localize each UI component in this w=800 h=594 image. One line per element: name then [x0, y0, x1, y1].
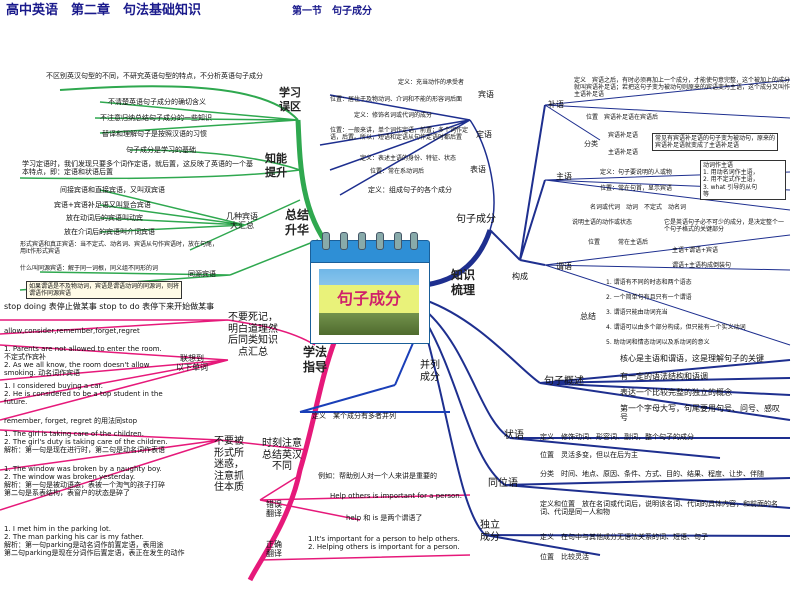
pred-item-1: 位置：常在系动词后: [370, 168, 425, 175]
node-complement-r: 补语: [548, 100, 564, 109]
node-cognate: 同源宾语: [188, 270, 216, 278]
cognate-item-0: 什么叫同源宾语：解于同一词根，同义组不同形的词: [20, 265, 159, 272]
pred2-item-2: 位置: [588, 239, 601, 246]
node-misunderstanding: 学习 误区: [279, 86, 301, 113]
obj-item-1: 位置：居住于及物动词、介词和不能的形容词后面: [330, 96, 463, 103]
pred-item-0: 定义：表述主语的身份、特征、状态: [360, 155, 457, 162]
pred2-item-7: 2. 一个简单句有且只有一个谓语: [606, 294, 692, 301]
rule-item-1: allow,consider,remember,forget,regret: [4, 327, 140, 335]
page-title: 高中英语 第二章 句法基础知识: [6, 3, 202, 18]
form-item-2: 1. I met him in the parking lot. 2. The …: [4, 525, 185, 558]
pred2-item-4: 主语+谓语+宾语: [672, 247, 719, 254]
pred2-item-1: 它是英语句子必不可少的成分，是决定整个一个句子格式的关键部分: [664, 219, 785, 233]
alert-example: 例如：帮助别人对一个人来讲是重要的: [318, 472, 437, 480]
ov-item-2: 表达一个比较完整的独立的概念: [620, 388, 732, 397]
mis-item-2: 不注意归纳总结句子成分的一些知识: [100, 114, 212, 122]
node-wrong: 错误 翻译: [266, 500, 282, 519]
mis-item-0: 不区别英汉句型的不同，不研究英语句型的特点，不分析英语句子成分: [46, 72, 263, 80]
node-parallel: 并列 成分: [420, 360, 440, 383]
right-item-0: 1.It's important for a person to help ot…: [308, 535, 460, 552]
node-overview: 句子概述: [544, 376, 584, 387]
ability-item-0: 句子成分是学习的基础: [126, 146, 196, 154]
node-adverbial: 状语: [504, 430, 524, 441]
appos-item-0: 分类 时间、地点、原因、条件、方式、目的、结果、程度、让步、伴随: [540, 470, 764, 478]
rcomp-item-5: 常见有宾语补足语的句子变为被动句，原来的宾语补足语就变成了主语补足语: [652, 133, 778, 152]
pred2-item-6: 1. 谓语有不同的时态和两个语态: [606, 279, 692, 286]
node-alert: 时刻注意 总结英汉 不同: [262, 438, 302, 472]
node-predicate: 谓语: [556, 262, 572, 271]
node-attributive: 定语: [476, 130, 492, 139]
ov-item-1: 有一定的语法结构和语调: [620, 372, 708, 381]
cognate-item-1: 如果谓语是不及物动词，宾语是谓语动词的同源词，则将谓语作同源宾语: [26, 281, 182, 300]
pred2-item-10: 5. 助动词和情态动词以及系动词的意义: [606, 339, 710, 346]
branch-line-knowledge: [424, 229, 493, 288]
center-node: 句子成分: [310, 232, 430, 344]
adv-item-1: 位置 灵活多变，但以在后为主: [540, 451, 638, 459]
adv-item-0: 定义 修饰动词、形容词、副词，整个句子的成分: [540, 433, 694, 441]
rcomp-item-3: 宾语补足语: [608, 132, 639, 139]
node-components: 句子成分: [456, 214, 496, 225]
comp-item-2: 放在动词后的宾语叫动宾: [66, 214, 143, 222]
contrast-item-2: remember, forget, regret 的用法同stop: [4, 417, 138, 425]
node-complement: 几种宾语 大汇总: [226, 212, 258, 231]
pred2-item-3: 常在主语后: [618, 239, 649, 246]
rule-item-0: stop doing 表停止做某事 stop to do 表停下来开始做某事: [4, 302, 215, 311]
indep-item-1: 位置 比较灵活: [540, 553, 589, 561]
rcomp-item-4: 主语补足语: [608, 149, 639, 156]
contrast-item-0: 1. Parents are not allowed to enter the …: [4, 345, 162, 378]
node-structure: 构成: [512, 272, 528, 281]
wrong-item-1: help 和 is 是两个谓语了: [346, 514, 423, 522]
node-form: 不要被 形式所 迷惑， 注意抓 住本质: [214, 436, 244, 493]
subj-item-0: 定义：句子要说明的人或物: [600, 169, 673, 176]
node-total: 总结: [580, 312, 596, 321]
subj-item-1: 位置：常在句首，显示宾语: [600, 185, 673, 192]
components-def: 定义：组成句子的各个成分: [368, 186, 452, 194]
node-right: 正确 翻译: [266, 540, 282, 559]
node-ability: 知能 提升: [265, 152, 287, 179]
node-predicative: 表语: [470, 165, 486, 174]
ov-item-0: 核心是主语和谓语，这是理解句子的关键: [620, 354, 764, 363]
attr-item-0: 定义：修饰名词或代词的成分: [354, 112, 433, 119]
node-subject: 主语: [556, 172, 572, 181]
branch-line-summary: [295, 119, 332, 250]
attr-item-1: 位置：一般来讲，单个词作定语，前置；多个词作定语，后置。所以，短语和定语从句作定…: [330, 127, 469, 141]
comp-item-1: 宾语+宾语补足语又叫复合宾语: [54, 201, 151, 209]
branch-method: 学法 指导: [302, 345, 327, 374]
pred2-item-0: 说明主语的动作或状态: [572, 219, 633, 226]
rcomp-item-0: 定义 宾语之后，有时必须再加上一个成分，才能使句意完整，这个被加上的成分就叫宾语…: [574, 77, 791, 98]
node-independent: 独立 成分: [480, 520, 500, 543]
subj-item-2: 名词或代词 动词 不定式 动名词: [590, 204, 687, 211]
rcomp-item-1: 位置 宾语补足语在宾语后: [586, 114, 659, 121]
comp-item-3: 放在介词后的宾语叫介词宾语: [64, 228, 155, 236]
mis-item-3: 替译和理解句子是按照汉语的习惯: [102, 130, 207, 138]
parallel-def: 定义 某个成分有多者并列: [312, 412, 396, 420]
pred2-item-5: 谓语+主语构成倒装句: [672, 262, 732, 269]
appos-item-1: 定义和位置 放在名词或代词后，说明该名词、代词的具体内容，和前面的名词、代词是同…: [540, 500, 778, 517]
pred2-item-9: 4. 谓语可以由多个部分构成，但只能有一个实义动词: [606, 324, 746, 331]
branch-summary: 总结 升华: [284, 208, 309, 237]
wrong-item-0: Help others is important for a person.: [330, 492, 462, 500]
form-item-1: 1. The window was broken by a naughty bo…: [4, 465, 165, 498]
ov-item-3: 第一个字母大写，句尾要用句号、问号、感叹号: [620, 404, 780, 423]
subj-item-3: 动词作主语 1. 用动名词作主语， 2. 用不定式作主语， 3. what 引导…: [700, 160, 786, 200]
branch-line-method: [247, 339, 338, 582]
comp-item-4: 形式宾语和真正宾语：当不定式、动名词、宾语从句作宾语时，放在句尾，用it作形式宾…: [20, 241, 219, 255]
section-title: 第一节 句子成分: [292, 6, 372, 17]
node-rule: 不要死记， 明白道理然 后同类知识 点汇总: [228, 312, 278, 358]
branch-knowledge: 知识 梳理: [450, 268, 475, 297]
mis-item-1: 不清楚英语句子成分的确切含义: [108, 98, 206, 106]
comp-item-0: 间接宾语和直接宾语，又叫双宾语: [60, 186, 165, 194]
node-contrast: 联想到 以下单词: [176, 354, 208, 373]
pred2-item-8: 3. 谓语只能由动词充当: [606, 309, 668, 316]
rcomp-item-2: 分类: [584, 140, 598, 148]
node-object: 宾语: [478, 90, 494, 99]
form-item-0: 1. The girl is taking care of the childr…: [4, 430, 168, 455]
contrast-item-1: 1. I considered buying a car. 2. He is c…: [4, 382, 163, 407]
indep-item-0: 定义 在句中与其他成分无语法关系的词、短语、句子: [540, 533, 708, 541]
ability-item-1: 学习定语时，我们发现只要多个词作定语，就后置，这反映了英语的一个基本特点，即：定…: [22, 160, 253, 177]
node-appositive: 同位语: [488, 478, 518, 489]
center-label: 句子成分: [319, 285, 419, 313]
obj-item-0: 定义：充当动作的承受者: [398, 79, 465, 86]
